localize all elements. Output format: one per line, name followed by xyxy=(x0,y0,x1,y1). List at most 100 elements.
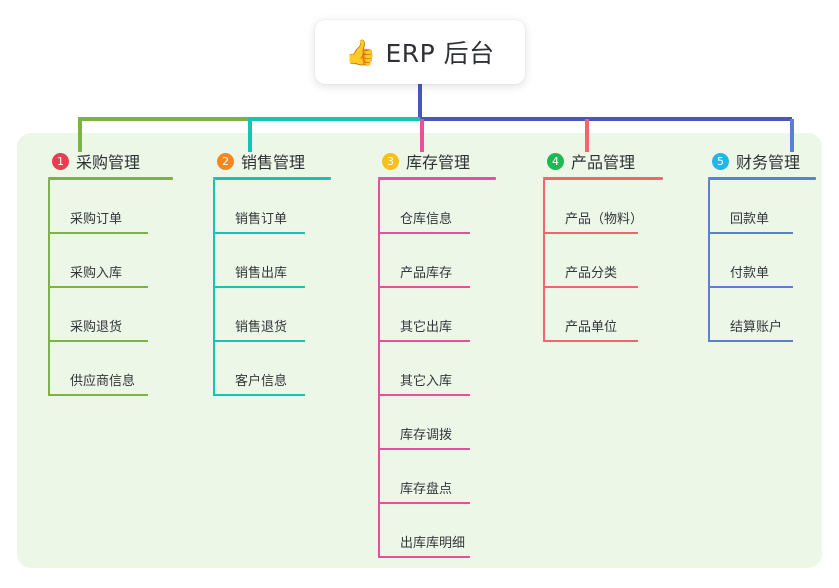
branch-number-badge-2: 2 xyxy=(217,152,234,170)
leaf-node-label: 销售订单 xyxy=(235,212,288,227)
leaf-node[interactable]: 库存调拨 xyxy=(378,396,496,450)
branch-title-1: 采购管理 xyxy=(76,153,141,172)
leaf-node-underline xyxy=(48,232,148,234)
leaf-node-underline xyxy=(378,502,470,504)
bus-segment-2 xyxy=(248,117,420,121)
leaf-node[interactable]: 其它入库 xyxy=(378,342,496,396)
root-node-erp-backend[interactable]: 👍 ERP 后台 xyxy=(315,20,525,84)
branch-item-list-4: 产品（物料） 产品分类产品单位 xyxy=(543,180,663,342)
leaf-node-underline xyxy=(213,232,305,234)
leaf-node-underline xyxy=(378,286,470,288)
leaf-node-underline xyxy=(708,232,793,234)
leaf-node-label: 仓库信息 xyxy=(400,212,453,227)
leaf-node-label: 产品库存 xyxy=(400,266,453,281)
leaf-node-label: 采购退货 xyxy=(70,320,123,335)
leaf-node-underline xyxy=(708,286,793,288)
branch-title-4: 产品管理 xyxy=(571,153,636,172)
bus-segment-1 xyxy=(78,117,248,121)
leaf-node[interactable]: 结算账户 xyxy=(708,288,816,342)
leaf-node-label: 供应商信息 xyxy=(70,374,136,389)
leaf-node[interactable]: 采购退货 xyxy=(48,288,173,342)
root-node-title: ERP 后台 xyxy=(385,39,495,68)
leaf-node-label: 产品分类 xyxy=(565,266,618,281)
leaf-node-label: 采购订单 xyxy=(70,212,123,227)
branch-title-2: 销售管理 xyxy=(241,153,306,172)
branch-item-list-2: 销售订单销售出库销售退货客户信息 xyxy=(213,180,331,396)
leaf-node-underline xyxy=(48,394,148,396)
branch-spine-5 xyxy=(708,180,710,342)
leaf-node[interactable]: 产品单位 xyxy=(543,288,663,342)
branch-drop-5 xyxy=(790,119,794,152)
branch-item-list-3: 仓库信息产品库存其它出库其它入库库存调拨库存盘点出库库明细 xyxy=(378,180,496,558)
thumbs-up-icon: 👍 xyxy=(345,37,377,67)
leaf-node-underline xyxy=(378,340,470,342)
branch-title-5: 财务管理 xyxy=(736,153,801,172)
branch-column-4[interactable]: 4 产品管理产品（物料） 产品分类产品单位 xyxy=(543,148,663,342)
leaf-node-label: 结算账户 xyxy=(730,320,783,335)
branch-spine-3 xyxy=(378,180,380,558)
leaf-node[interactable]: 销售出库 xyxy=(213,234,331,288)
leaf-node[interactable]: 产品库存 xyxy=(378,234,496,288)
leaf-node[interactable]: 销售订单 xyxy=(213,180,331,234)
leaf-node-underline xyxy=(213,286,305,288)
leaf-node[interactable]: 供应商信息 xyxy=(48,342,173,396)
branch-spine-2 xyxy=(213,180,215,396)
branch-spine-4 xyxy=(543,180,545,342)
root-connector-stem xyxy=(418,84,422,121)
branch-drop-1 xyxy=(78,119,82,152)
leaf-node-underline xyxy=(543,232,638,234)
branch-header-2[interactable]: 2 销售管理 xyxy=(213,148,331,174)
leaf-node[interactable]: 付款单 xyxy=(708,234,816,288)
branch-number-badge-3: 3 xyxy=(382,152,399,170)
branch-header-1[interactable]: 1 采购管理 xyxy=(48,148,173,174)
leaf-node-underline xyxy=(378,232,470,234)
branch-drop-2 xyxy=(248,119,252,152)
leaf-node[interactable]: 库存盘点 xyxy=(378,450,496,504)
leaf-node[interactable]: 销售退货 xyxy=(213,288,331,342)
branch-column-2[interactable]: 2 销售管理销售订单销售出库销售退货客户信息 xyxy=(213,148,331,396)
leaf-node-underline xyxy=(378,394,470,396)
leaf-node[interactable]: 采购入库 xyxy=(48,234,173,288)
leaf-node[interactable]: 其它出库 xyxy=(378,288,496,342)
bus-segment-3 xyxy=(420,117,792,121)
branch-column-1[interactable]: 1 采购管理采购订单采购入库采购退货供应商信息 xyxy=(48,148,173,396)
diagram-panel-background xyxy=(17,133,822,568)
branch-underline-4 xyxy=(543,177,663,180)
branch-item-list-5: 回款单付款单结算账户 xyxy=(708,180,816,342)
leaf-node[interactable]: 采购订单 xyxy=(48,180,173,234)
leaf-node-underline xyxy=(543,340,638,342)
leaf-node[interactable]: 产品（物料） xyxy=(543,180,663,234)
leaf-node-label: 销售退货 xyxy=(235,320,288,335)
branch-item-list-1: 采购订单采购入库采购退货供应商信息 xyxy=(48,180,173,396)
leaf-node-label: 产品（物料） xyxy=(565,212,644,227)
branch-number-badge-4: 4 xyxy=(547,152,564,170)
branch-header-3[interactable]: 3 库存管理 xyxy=(378,148,496,174)
branch-drop-4 xyxy=(585,119,589,152)
branch-spine-1 xyxy=(48,180,50,396)
leaf-node-underline xyxy=(213,340,305,342)
leaf-node-label: 销售出库 xyxy=(235,266,288,281)
branch-column-3[interactable]: 3 库存管理仓库信息产品库存其它出库其它入库库存调拨库存盘点出库库明细 xyxy=(378,148,496,558)
leaf-node-label: 产品单位 xyxy=(565,320,618,335)
branch-header-4[interactable]: 4 产品管理 xyxy=(543,148,663,174)
branch-number-badge-1: 1 xyxy=(52,152,69,170)
leaf-node-underline xyxy=(378,556,470,558)
leaf-node-label: 回款单 xyxy=(730,212,770,227)
leaf-node-underline xyxy=(213,394,305,396)
leaf-node-label: 其它入库 xyxy=(400,374,453,389)
leaf-node-underline xyxy=(708,340,793,342)
leaf-node[interactable]: 客户信息 xyxy=(213,342,331,396)
branch-underline-5 xyxy=(708,177,816,180)
branch-title-3: 库存管理 xyxy=(406,153,471,172)
leaf-node-label: 库存盘点 xyxy=(400,482,453,497)
leaf-node[interactable]: 出库库明细 xyxy=(378,504,496,558)
leaf-node[interactable]: 回款单 xyxy=(708,180,816,234)
leaf-node[interactable]: 产品分类 xyxy=(543,234,663,288)
leaf-node[interactable]: 仓库信息 xyxy=(378,180,496,234)
leaf-node-label: 出库库明细 xyxy=(400,536,466,551)
leaf-node-underline xyxy=(48,340,148,342)
root-node-content: 👍 ERP 后台 xyxy=(345,34,494,70)
